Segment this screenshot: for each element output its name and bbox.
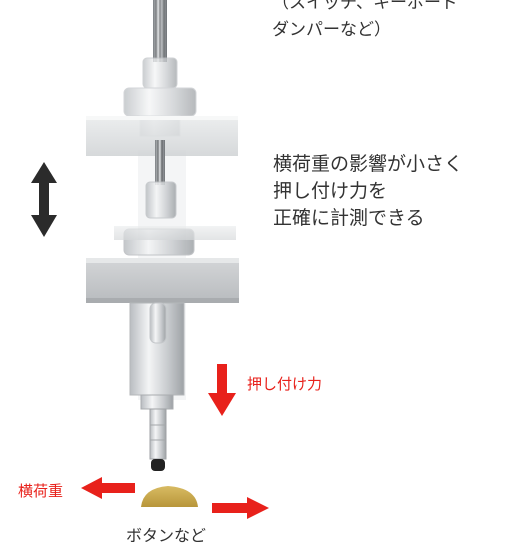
lateral-arrow-left-icon — [81, 477, 135, 499]
push-arrow-down-icon — [208, 364, 236, 416]
top-note-text: （スイッチ、キーボード ダンパーなど） — [272, 0, 458, 40]
button-object — [141, 486, 198, 507]
gauge-body — [129, 302, 185, 410]
lateral-load-label: 横荷重 — [18, 482, 64, 500]
inner-cable — [155, 140, 165, 185]
description-text: 横荷重の影響が小さく 押し付け力を 正確に計測できる — [273, 153, 464, 229]
lateral-arrow-right-icon — [212, 497, 269, 519]
probe — [149, 408, 167, 471]
cable — [153, 0, 167, 62]
button-label: ボタンなど — [126, 526, 207, 545]
lower-plate — [86, 258, 239, 303]
push-force-label: 押し付け力 — [247, 375, 323, 393]
double-arrow-vertical-icon — [31, 162, 57, 237]
middle-fitting — [114, 181, 236, 256]
